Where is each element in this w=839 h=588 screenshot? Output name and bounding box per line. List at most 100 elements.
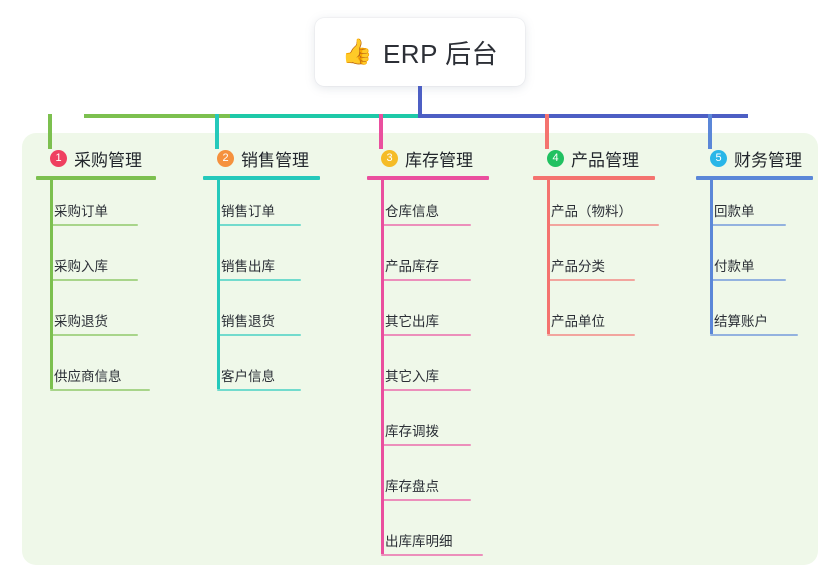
branch-underline-5 (696, 176, 813, 180)
branch-spine-1 (50, 176, 53, 389)
branch-item-label: 库存调拨 (385, 424, 439, 439)
branch-item-label: 仓库信息 (385, 204, 439, 219)
branch-item[interactable]: 回款单 (710, 200, 786, 226)
bus-segment-blue-end (744, 114, 748, 118)
branch-underline-3 (367, 176, 489, 180)
branch-item-underline (217, 224, 301, 226)
branch-item-label: 销售出库 (221, 259, 275, 274)
branch-item[interactable]: 销售出库 (217, 255, 301, 281)
branch-drop-connector-3 (379, 114, 383, 149)
root-node-title: ERP 后台 (382, 38, 499, 69)
branch-item-label: 采购入库 (54, 259, 108, 274)
branch-item[interactable]: 客户信息 (217, 365, 301, 391)
branch-item-underline (217, 334, 301, 336)
branch-drop-connector-4 (545, 114, 549, 149)
branch-item[interactable]: 采购退货 (50, 310, 138, 336)
branch-item[interactable]: 库存调拨 (381, 420, 471, 446)
branch-item-underline (710, 279, 786, 281)
branch-item-underline (50, 279, 138, 281)
branch-item-label: 产品单位 (551, 314, 605, 329)
branch-column-5: 5 财务管理 (696, 146, 839, 180)
branch-drop-connector-1 (48, 114, 52, 149)
bus-segment-green (84, 114, 232, 118)
branch-number-badge-4: 4 (547, 149, 564, 167)
branch-item-underline (547, 334, 635, 336)
branch-header-3[interactable]: 3 库存管理 (367, 146, 527, 170)
root-node[interactable]: 👍 ERP 后台 (315, 18, 525, 86)
branch-item-underline (217, 279, 301, 281)
branch-item[interactable]: 销售退货 (217, 310, 301, 336)
branch-drop-connector-5 (708, 114, 712, 149)
branch-item[interactable]: 产品库存 (381, 255, 471, 281)
branch-title-5: 财务管理 (734, 150, 802, 170)
branch-number-badge-2: 2 (217, 149, 234, 167)
branch-item-underline (50, 389, 150, 391)
branch-item-label: 供应商信息 (54, 369, 122, 384)
branch-item-label: 出库库明细 (385, 534, 453, 549)
branch-item[interactable]: 产品单位 (547, 310, 635, 336)
branch-number-badge-3: 3 (381, 149, 398, 167)
branch-header-5[interactable]: 5 财务管理 (696, 146, 839, 170)
branch-item-label: 库存盘点 (385, 479, 439, 494)
branch-column-1: 1 采购管理 (36, 146, 186, 180)
branch-underline-4 (533, 176, 655, 180)
branch-header-4[interactable]: 4 产品管理 (533, 146, 693, 170)
branch-item[interactable]: 其它入库 (381, 365, 471, 391)
branch-item-underline (381, 554, 483, 556)
branch-item-label: 产品分类 (551, 259, 605, 274)
branch-item-underline (217, 389, 301, 391)
branch-item[interactable]: 付款单 (710, 255, 786, 281)
branch-title-1: 采购管理 (74, 150, 142, 170)
branch-spine-2 (217, 176, 220, 389)
branch-item-underline (50, 224, 138, 226)
branch-number-badge-5: 5 (710, 149, 727, 167)
branches-panel (22, 133, 818, 565)
branch-column-3: 3 库存管理 (367, 146, 527, 180)
branch-item[interactable]: 仓库信息 (381, 200, 471, 226)
branch-header-2[interactable]: 2 销售管理 (203, 146, 353, 170)
bus-segment-blue (418, 114, 748, 118)
branch-item-label: 其它出库 (385, 314, 439, 329)
branch-spine-5 (710, 176, 713, 334)
branch-item-label: 采购订单 (54, 204, 108, 219)
branch-item[interactable]: 出库库明细 (381, 530, 483, 556)
branch-item-label: 其它入库 (385, 369, 439, 384)
branch-spine-3 (381, 176, 384, 554)
branch-item[interactable]: 采购入库 (50, 255, 138, 281)
branch-item-underline (710, 224, 786, 226)
branch-item[interactable]: 采购订单 (50, 200, 138, 226)
branch-item-label: 采购退货 (54, 314, 108, 329)
branch-item-underline (547, 224, 659, 226)
branch-item-underline (710, 334, 798, 336)
branch-number-badge-1: 1 (50, 149, 67, 167)
branch-item-label: 产品（物料） (551, 204, 632, 219)
branch-item-label: 销售订单 (221, 204, 275, 219)
trunk-connector (418, 86, 422, 116)
branch-spine-4 (547, 176, 550, 334)
branch-underline-1 (36, 176, 156, 180)
branch-item[interactable]: 其它出库 (381, 310, 471, 336)
branch-title-2: 销售管理 (241, 150, 309, 170)
branch-title-3: 库存管理 (405, 150, 473, 170)
branch-item-underline (381, 499, 471, 501)
branch-item[interactable]: 产品（物料） (547, 200, 659, 226)
branch-item[interactable]: 销售订单 (217, 200, 301, 226)
branch-item-underline (50, 334, 138, 336)
branch-item-label: 付款单 (714, 259, 755, 274)
branch-item-label: 客户信息 (221, 369, 275, 384)
branch-item-underline (381, 279, 471, 281)
branch-item-underline (381, 389, 471, 391)
branch-item[interactable]: 结算账户 (710, 310, 798, 336)
branch-title-4: 产品管理 (571, 150, 639, 170)
branch-item-label: 回款单 (714, 204, 755, 219)
branch-item[interactable]: 库存盘点 (381, 475, 471, 501)
branch-drop-connector-2 (215, 114, 219, 149)
branch-item[interactable]: 供应商信息 (50, 365, 150, 391)
thumbs-up-icon: 👍 (341, 37, 373, 66)
branch-item-underline (547, 279, 635, 281)
branch-item-underline (381, 224, 471, 226)
branch-header-1[interactable]: 1 采购管理 (36, 146, 186, 170)
branch-item[interactable]: 产品分类 (547, 255, 635, 281)
bus-segment-teal (230, 114, 420, 118)
